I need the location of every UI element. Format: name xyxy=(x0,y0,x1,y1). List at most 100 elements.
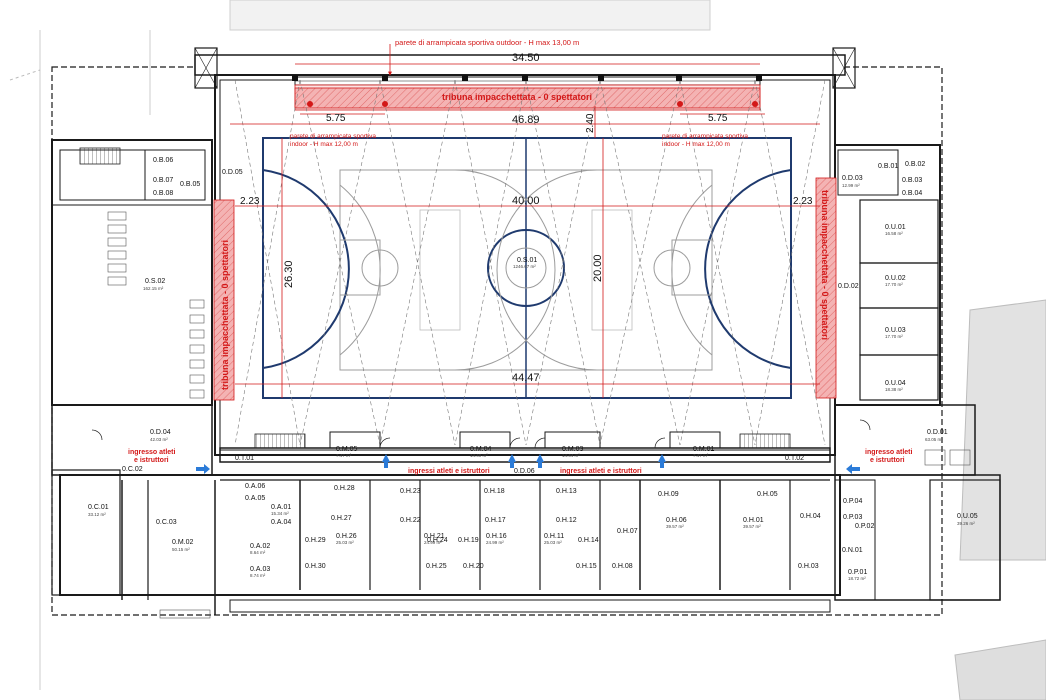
annotation-entrance-left: ingresso atleti xyxy=(128,449,176,456)
room-h11-area: 25.03 m² xyxy=(544,540,562,545)
room-h22-name: 0.H.22 xyxy=(400,517,421,524)
annotation-entrances-mid-left: ingressi atleti e istruttori xyxy=(408,468,490,475)
room-d05-name: 0.D.05 xyxy=(222,169,243,176)
room-h12-name: 0.H.12 xyxy=(556,517,577,524)
room-p01-name: 0.P.01 xyxy=(848,569,867,576)
room-m04-name: 0.M.04 xyxy=(470,446,492,453)
annotation-indoor-wall-right-2: indoor - H max 12,00 m xyxy=(662,141,730,148)
dimension-5-75-left: 5.75 xyxy=(326,113,346,124)
room-b02-name: 0.B.02 xyxy=(905,161,925,168)
room-m01-area: 7.47 m² xyxy=(693,453,709,458)
room-s01-name: 0.S.01 xyxy=(517,257,537,264)
room-h13-name: 0.H.13 xyxy=(556,488,577,495)
room-u03-area: 17.70 m² xyxy=(885,334,903,339)
stair-icon xyxy=(254,433,306,449)
room-m05-name: 0.M.05 xyxy=(336,446,358,453)
room-u05-name: 0.U.05 xyxy=(957,513,978,520)
room-h24-name: 0.H.24 xyxy=(427,537,448,544)
room-h28-name: 0.H.28 xyxy=(334,485,355,492)
tribuna-right xyxy=(815,177,837,399)
room-h06-name: 0.H.06 xyxy=(666,517,687,524)
room-h06-area: 39.57 m² xyxy=(666,524,684,529)
room-c01-name: 0.C.01 xyxy=(88,504,109,511)
annotation-tribuna-right: tribuna impacchettata - 0 spettatori xyxy=(820,190,830,340)
room-p04-name: 0.P.04 xyxy=(843,498,862,505)
room-h11-name: 0.H.11 xyxy=(544,533,564,540)
annotation-indoor-wall-left-2: indoor - H max 12,00 m xyxy=(290,141,358,148)
annotation-entrance-right: ingresso atleti xyxy=(865,449,913,456)
room-h26-area: 25.03 m² xyxy=(336,540,354,545)
room-h25-name: 0.H.25 xyxy=(426,563,447,570)
room-p03-name: 0.P.03 xyxy=(843,514,862,521)
annotation-indoor-wall-left: parete di arrampicata sportiva xyxy=(290,133,376,140)
room-u01-area: 16.58 m² xyxy=(885,231,903,236)
annotation-entrance-left-2: e istruttori xyxy=(134,457,169,464)
room-h21-name: 0.H.21 xyxy=(424,533,445,540)
dimension-5-75-right: 5.75 xyxy=(708,113,728,124)
room-a04-name: 0.A.04 xyxy=(271,519,291,526)
annotation-indoor-wall-right: parete di arrampicata sportiva xyxy=(662,133,748,140)
room-t01-name: 0.T.01 xyxy=(235,455,254,462)
dimension-40-00: 40.00 xyxy=(512,195,540,207)
room-u01-name: 0.U.01 xyxy=(885,224,906,231)
room-a01-name: 0.A.01 xyxy=(271,504,291,511)
annotation-entrance-right-2: e istruttori xyxy=(870,457,905,464)
room-m03-area: 14.44 m² xyxy=(562,453,580,458)
room-a02-area: 8.64 m² xyxy=(250,550,266,555)
room-a01-area: 15.34 m² xyxy=(271,511,289,516)
room-n01-name: 0.N.01 xyxy=(842,547,863,554)
room-h03-name: 0.H.03 xyxy=(798,563,819,570)
dimension-2-23-right: 2.23 xyxy=(793,196,813,207)
tribuna-left xyxy=(213,199,235,401)
room-s02-name: 0.S.02 xyxy=(145,278,165,285)
site-context xyxy=(9,0,1046,700)
stair-icon xyxy=(739,433,791,449)
room-m03-name: 0.M.03 xyxy=(562,446,584,453)
room-d06-name: 0.D.06 xyxy=(514,468,535,475)
room-h14-name: 0.H.14 xyxy=(578,537,599,544)
dimension-2-40: 2.40 xyxy=(585,113,596,133)
room-h19-name: 0.H.19 xyxy=(458,537,479,544)
room-h08-name: 0.H.08 xyxy=(612,563,633,570)
entrance-arrow-icon xyxy=(196,454,860,474)
dimension-lines xyxy=(230,44,820,398)
room-a03-area: 8.74 m² xyxy=(250,573,266,578)
room-u02-name: 0.U.02 xyxy=(885,275,906,282)
room-h29-name: 0.H.29 xyxy=(305,537,326,544)
room-h04-name: 0.H.04 xyxy=(800,513,821,520)
room-u04-name: 0.U.04 xyxy=(885,380,906,387)
room-h26-name: 0.H.26 xyxy=(336,533,357,540)
room-h27-name: 0.H.27 xyxy=(331,515,352,522)
annotation-tribuna-top: tribuna impacchettata - 0 spettatori xyxy=(442,92,592,102)
dimension-26-30: 26.30 xyxy=(283,260,295,288)
room-h09-name: 0.H.09 xyxy=(658,491,679,498)
room-p01-area: 18.72 m² xyxy=(848,576,866,581)
room-m04-area: 14.40 m² xyxy=(470,453,488,458)
room-s02-area: 162.15 m² xyxy=(143,286,164,291)
room-c02-name: 0.C.02 xyxy=(122,466,143,473)
room-h15-name: 0.H.15 xyxy=(576,563,597,570)
room-s01-area: 1246.67 m² xyxy=(513,264,536,269)
dimension-44-47: 44.47 xyxy=(512,372,540,384)
room-d01-name: 0.D.01 xyxy=(927,429,948,436)
room-h17-name: 0.H.17 xyxy=(485,517,506,524)
room-a05-name: 0.A.05 xyxy=(245,495,265,502)
room-d03-name: 0.D.03 xyxy=(842,175,863,182)
room-h07-name: 0.H.07 xyxy=(617,528,638,535)
room-h05-name: 0.H.05 xyxy=(757,491,778,498)
dimension-46-89: 46.89 xyxy=(512,114,540,126)
room-c03-name: 0.C.03 xyxy=(156,519,177,526)
room-c01-area: 33.12 m² xyxy=(88,512,106,517)
room-u03-name: 0.U.03 xyxy=(885,327,906,334)
annotation-outdoor-wall: parete di arrampicata sportiva outdoor -… xyxy=(395,38,579,47)
annotation-tribuna-left: tribuna impacchettata - 0 spettatori xyxy=(220,240,230,390)
room-h01-name: 0.H.01 xyxy=(743,517,764,524)
room-h18-name: 0.H.18 xyxy=(484,488,505,495)
room-b08-name: 0.B.08 xyxy=(153,190,173,197)
room-p02-name: 0.P.02 xyxy=(855,523,874,530)
room-b06-name: 0.B.06 xyxy=(153,157,173,164)
dimension-20-00: 20.00 xyxy=(592,254,604,282)
room-d04-name: 0.D.04 xyxy=(150,429,171,436)
gym-equipment xyxy=(107,211,971,619)
